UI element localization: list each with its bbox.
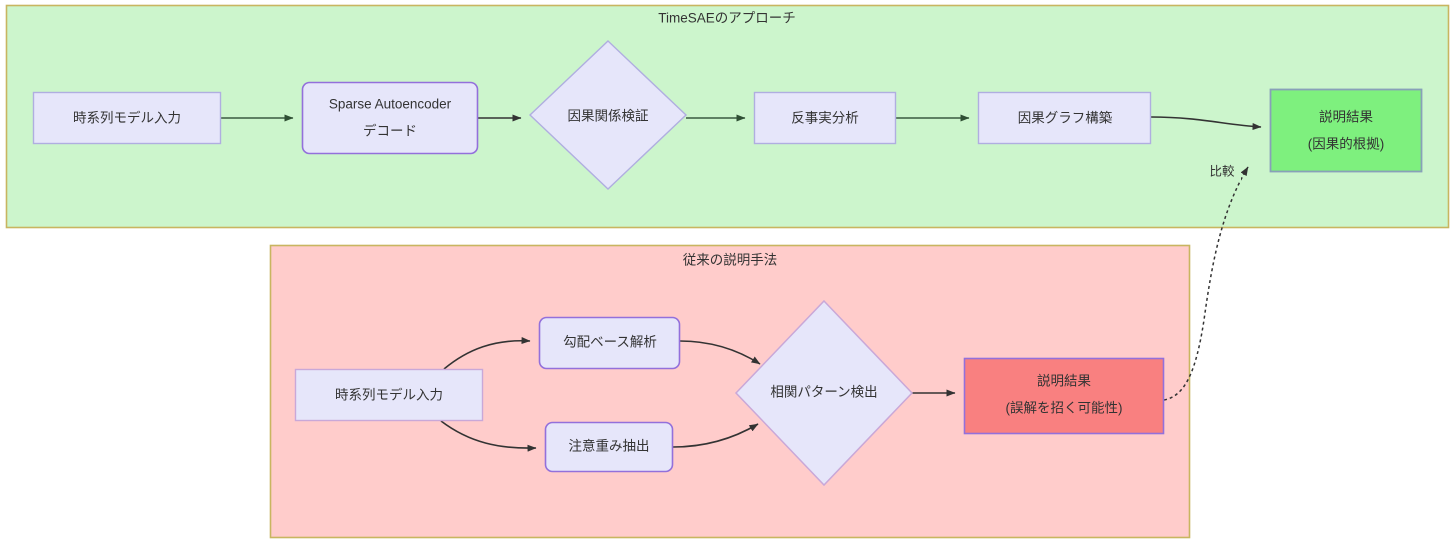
node-attention-weight-label: 注意重み抽出 [569, 438, 650, 454]
edge-causalgraph-to-result [1150, 116, 1262, 131]
edge-gradient-to-correlation [679, 340, 761, 365]
node-gradient-analysis-shape[interactable] [538, 316, 681, 370]
node-ts-input-bottom[interactable]: 時系列モデル入力 [294, 368, 484, 422]
node-causal-graph-build[interactable]: 因果グラフ構築 [977, 91, 1152, 145]
panel-conventional-title: 従来の説明手法 [683, 253, 778, 268]
node-gradient-analysis-label: 勾配ベース解析 [563, 335, 657, 350]
node-causal-graph-build-shape[interactable] [977, 91, 1152, 145]
node-ts-input-bottom-shape[interactable] [294, 368, 484, 422]
node-result-causal-label-line1: 説明結果 [1319, 110, 1373, 125]
edge-input-to-attention [440, 420, 537, 452]
panel-timesae-background [5, 4, 1450, 229]
panel-timesae-title: TimeSAEのアプローチ [658, 11, 796, 26]
edges-bottom [440, 337, 956, 452]
node-causal-graph-build-label: 因果グラフ構築 [1018, 111, 1113, 126]
node-attention-weight-shape[interactable] [544, 421, 674, 473]
edge-compare-label: 比較 [1209, 163, 1235, 178]
edge-compare-group: 比較 [1163, 161, 1249, 401]
node-correlation-pattern[interactable]: 相関パターン検出 [734, 299, 914, 487]
node-counterfactual-analysis-label: 反事実分析 [791, 111, 859, 126]
node-correlation-pattern-shape[interactable] [734, 299, 914, 487]
node-ts-input-top[interactable]: 時系列モデル入力 [32, 91, 222, 145]
node-counterfactual-analysis-shape[interactable] [753, 91, 897, 145]
node-sparse-autoencoder[interactable]: Sparse Autoencoder デコード [301, 81, 479, 155]
node-sparse-autoencoder-shape[interactable] [301, 81, 479, 155]
node-sparse-autoencoder-label-line1: Sparse Autoencoder [329, 97, 452, 112]
node-gradient-analysis[interactable]: 勾配ベース解析 [538, 316, 681, 370]
node-result-causal-label-line2: (因果的根拠) [1308, 137, 1385, 152]
node-counterfactual-analysis[interactable]: 反事実分析 [753, 91, 897, 145]
edge-input-to-gradient [443, 337, 531, 370]
node-result-causal[interactable]: 説明結果 (因果的根拠) [1269, 88, 1423, 173]
node-ts-input-bottom-label: 時系列モデル入力 [335, 387, 443, 403]
panel-timesae-approach: TimeSAEのアプローチ [5, 4, 1450, 229]
edges-top [221, 114, 1262, 131]
edge-result-compare [1163, 166, 1249, 401]
edge-attention-to-correlation [672, 423, 759, 448]
node-sparse-autoencoder-label-line2: デコード [363, 123, 417, 139]
node-result-causal-shape[interactable] [1269, 88, 1423, 173]
node-causal-verification-shape[interactable] [528, 40, 688, 190]
node-result-misleading-shape[interactable] [963, 357, 1165, 435]
node-correlation-pattern-label: 相関パターン検出 [770, 385, 877, 400]
node-attention-weight[interactable]: 注意重み抽出 [544, 421, 674, 473]
node-ts-input-top-shape[interactable] [32, 91, 222, 145]
node-result-misleading-label-line1: 説明結果 [1037, 374, 1091, 389]
node-ts-input-top-label: 時系列モデル入力 [73, 110, 181, 126]
node-causal-verification-label: 因果関係検証 [568, 109, 649, 124]
node-causal-verification[interactable]: 因果関係検証 [528, 40, 688, 190]
node-result-misleading-label-line2: (誤解を招く可能性) [1006, 401, 1123, 416]
node-result-misleading[interactable]: 説明結果 (誤解を招く可能性) [963, 357, 1165, 435]
edge-compare-label-bg [1203, 161, 1241, 181]
